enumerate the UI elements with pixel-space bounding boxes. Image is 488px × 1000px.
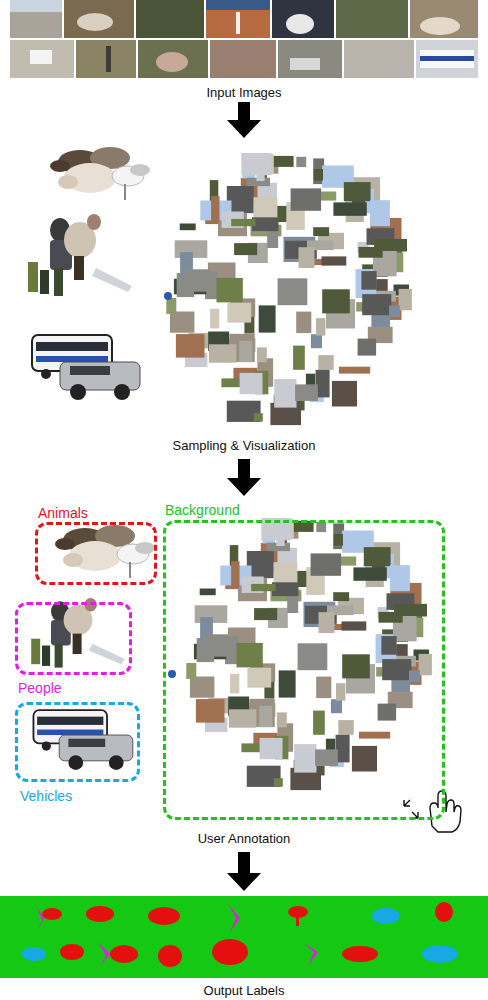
- vehicle-cluster: [32, 335, 140, 400]
- group-box: Animals: [35, 505, 157, 585]
- group-box: Vehicles: [15, 702, 140, 806]
- image-patch: [389, 306, 400, 318]
- image-patch: [339, 367, 370, 374]
- blue-patch: [164, 292, 172, 300]
- image-patch: [274, 379, 296, 408]
- group-box: Background: [163, 502, 445, 820]
- label-band: [0, 896, 488, 978]
- image-patch: [318, 355, 333, 370]
- image-patch: [322, 256, 347, 265]
- input-photos: [10, 0, 478, 78]
- image-patch: [356, 269, 377, 298]
- image-patch: [239, 341, 252, 362]
- stage-caption: Output Labels: [0, 983, 488, 998]
- image-patch: [316, 318, 325, 335]
- image-patch: [257, 347, 267, 362]
- patch-cloud: [166, 153, 412, 425]
- flow-arrow: [227, 102, 261, 138]
- image-patch: [344, 182, 371, 201]
- image-patch: [322, 289, 350, 313]
- flow-arrow: [227, 852, 261, 891]
- image-patch: [211, 196, 219, 222]
- dashed-outline: [163, 520, 445, 820]
- group-label: Background: [165, 502, 240, 518]
- image-patch: [278, 278, 308, 305]
- dashed-outline: [15, 602, 132, 675]
- image-patch: [359, 247, 383, 258]
- image-patch: [299, 247, 315, 268]
- image-patch: [217, 278, 243, 303]
- image-patch: [259, 305, 276, 332]
- image-patch: [240, 373, 263, 394]
- image-patch: [254, 413, 263, 422]
- stage-caption: User Annotation: [0, 831, 488, 846]
- image-patch: [227, 303, 251, 323]
- stage-caption: Input Images: [0, 85, 488, 100]
- animal-cluster: [50, 147, 150, 200]
- image-patch: [170, 312, 195, 333]
- image-patch: [291, 188, 322, 210]
- image-patch: [370, 200, 390, 226]
- image-patch: [311, 334, 322, 348]
- image-patch: [295, 384, 318, 401]
- flow-arrow: [227, 459, 261, 496]
- image-patch: [361, 271, 376, 290]
- people-cluster-copy: [31, 598, 125, 668]
- hand-cursor: [404, 791, 461, 832]
- image-patch: [209, 344, 237, 362]
- image-patch: [333, 202, 366, 215]
- image-patch: [296, 157, 306, 167]
- image-patch: [313, 158, 324, 184]
- image-patch: [296, 312, 311, 334]
- image-patch: [166, 298, 176, 314]
- image-patch: [231, 219, 255, 226]
- stage-panel: Input Images: [0, 0, 488, 100]
- image-patch: [241, 153, 271, 175]
- image-patch: [293, 346, 305, 370]
- animal-cluster-copy: [55, 525, 155, 578]
- stage-caption: Sampling & Visualization: [0, 438, 488, 453]
- group-label: People: [18, 680, 62, 696]
- stage-panel: Sampling & Visualization: [0, 140, 488, 457]
- image-patch: [183, 269, 209, 291]
- dashed-outline: [35, 522, 157, 585]
- image-patch: [314, 169, 323, 181]
- group-box: People: [15, 602, 132, 698]
- image-patch: [234, 243, 257, 255]
- image-patch: [180, 224, 196, 231]
- blue-patch: [168, 670, 176, 678]
- image-patch: [332, 381, 357, 407]
- image-patch: [313, 227, 329, 236]
- image-patch: [210, 309, 219, 329]
- image-patch: [176, 334, 205, 358]
- stage-panel: Output Labels: [0, 893, 488, 1000]
- group-label: Vehicles: [20, 788, 72, 804]
- group-label: Animals: [38, 505, 88, 521]
- stage-panel: User Annotation Animals BackgroundPeopleVe…: [0, 498, 488, 850]
- image-patch: [252, 217, 279, 231]
- vehicle-cluster-copy: [33, 710, 132, 770]
- image-patch: [256, 172, 264, 181]
- image-patch: [362, 294, 391, 315]
- image-patch: [358, 339, 377, 356]
- image-patch: [399, 289, 412, 310]
- patch-cloud-copy: [186, 518, 432, 790]
- people-cluster: [28, 214, 132, 296]
- dashed-outline: [15, 702, 140, 782]
